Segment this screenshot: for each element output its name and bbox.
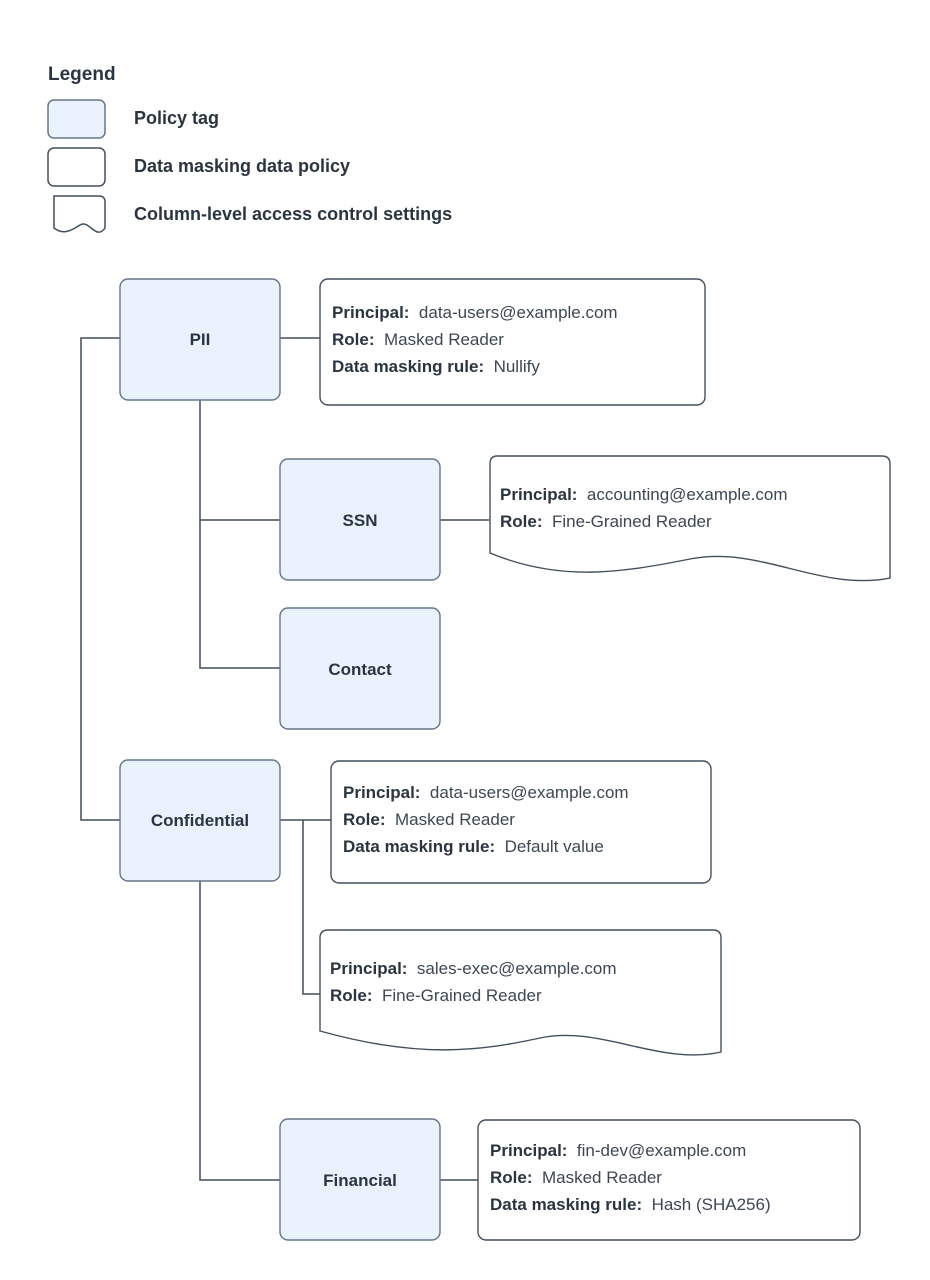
policy-line: Role: Fine-Grained Reader bbox=[500, 512, 712, 531]
legend-label-policy-tag: Policy tag bbox=[134, 108, 219, 128]
node-ssn-label: SSN bbox=[343, 511, 378, 530]
policy-box-confidential-2[interactable]: Principal: sales-exec@example.com Role: … bbox=[319, 929, 722, 1056]
policy-box-financial-frame[interactable] bbox=[477, 1119, 861, 1241]
policy-box-confidential-1[interactable]: Principal: data-users@example.com Role: … bbox=[330, 760, 712, 884]
legend-title: Legend bbox=[48, 64, 116, 85]
node-contact-label: Contact bbox=[328, 660, 392, 679]
connector-pii-to-contact bbox=[199, 520, 280, 669]
legend-swatch-filled-rounded-rect bbox=[47, 99, 106, 139]
policy-line: Principal: data-users@example.com bbox=[332, 303, 618, 322]
policy-line: Role: Masked Reader bbox=[332, 330, 504, 349]
policy-line: Data masking rule: Nullify bbox=[332, 357, 540, 376]
policy-line: Role: Masked Reader bbox=[490, 1168, 662, 1187]
policy-line: Principal: sales-exec@example.com bbox=[330, 959, 617, 978]
legend-item-policy-tag: Policy tag bbox=[47, 99, 219, 139]
policy-line: Data masking rule: Default value bbox=[343, 837, 604, 856]
policy-line: Role: Masked Reader bbox=[343, 810, 515, 829]
policy-line: Principal: fin-dev@example.com bbox=[490, 1141, 746, 1160]
legend-swatch-plain-rounded-rect bbox=[47, 147, 106, 187]
node-ssn[interactable]: SSN bbox=[279, 458, 441, 581]
policy-line: Principal: data-users@example.com bbox=[343, 783, 629, 802]
node-confidential-box[interactable] bbox=[119, 759, 281, 882]
policy-line: Data masking rule: Hash (SHA256) bbox=[490, 1195, 771, 1214]
node-contact-box[interactable] bbox=[279, 607, 441, 730]
node-financial-box[interactable] bbox=[279, 1118, 441, 1241]
node-pii-box[interactable] bbox=[119, 278, 281, 401]
policy-box-financial[interactable]: Principal: fin-dev@example.com Role: Mas… bbox=[477, 1119, 861, 1241]
policy-box-confidential-1-frame[interactable] bbox=[330, 760, 712, 884]
legend-swatch-wavy-bottom-rect bbox=[53, 195, 106, 233]
node-financial-label: Financial bbox=[323, 1171, 397, 1190]
connector-root-spine bbox=[80, 337, 120, 821]
connectors bbox=[80, 337, 489, 1181]
node-confidential-label: Confidential bbox=[151, 811, 249, 830]
legend-label-data-masking-policy: Data masking data policy bbox=[134, 156, 350, 176]
connector-confidential-to-financial bbox=[199, 881, 280, 1181]
node-ssn-box[interactable] bbox=[279, 458, 441, 581]
connector-confidential-to-policy-2 bbox=[302, 820, 320, 995]
legend-label-column-level-access: Column-level access control settings bbox=[134, 204, 452, 224]
node-contact[interactable]: Contact bbox=[279, 607, 441, 730]
policy-box-ssn-frame[interactable] bbox=[489, 455, 891, 582]
legend-item-column-level-access: Column-level access control settings bbox=[53, 195, 452, 233]
node-confidential[interactable]: Confidential bbox=[119, 759, 281, 882]
policy-box-pii-frame[interactable] bbox=[319, 278, 706, 406]
connector-pii-to-ssn bbox=[199, 400, 280, 521]
policy-box-ssn[interactable]: Principal: accounting@example.com Role: … bbox=[489, 455, 891, 582]
node-pii-label: PII bbox=[190, 330, 211, 349]
policy-line: Principal: accounting@example.com bbox=[500, 485, 788, 504]
node-pii[interactable]: PII bbox=[119, 278, 281, 401]
legend-item-data-masking-policy: Data masking data policy bbox=[47, 147, 350, 187]
node-financial[interactable]: Financial bbox=[279, 1118, 441, 1241]
policy-line: Role: Fine-Grained Reader bbox=[330, 986, 542, 1005]
policy-box-pii[interactable]: Principal: data-users@example.com Role: … bbox=[319, 278, 706, 406]
policy-box-confidential-2-frame[interactable] bbox=[319, 929, 722, 1056]
legend: Legend Policy tag Data masking data poli… bbox=[47, 64, 452, 233]
